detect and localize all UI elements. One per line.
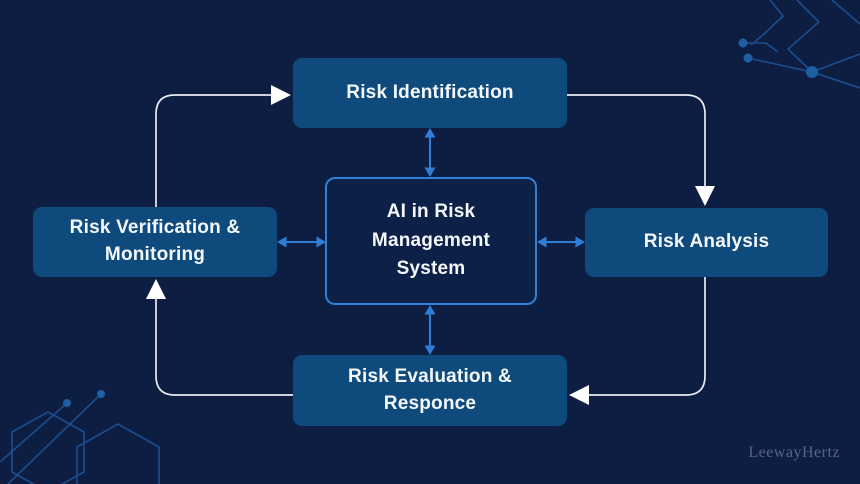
connector-center-bottom bbox=[424, 305, 436, 355]
connector-center-top bbox=[424, 128, 436, 177]
node-risk-identification-label: Risk Identification bbox=[346, 81, 514, 103]
connector-center-right bbox=[537, 236, 585, 248]
circuit-decoration-top-right bbox=[738, 0, 860, 89]
node-risk-verification-monitoring-label: Risk Verification & Monitoring bbox=[69, 217, 241, 265]
node-ai-risk-management-system-label: AI in Risk Management System bbox=[371, 201, 491, 280]
node-ai-risk-management-system: AI in Risk Management System bbox=[325, 177, 537, 305]
node-risk-analysis: Risk Analysis bbox=[585, 208, 828, 277]
cycle-arrow-evaluation-to-verification bbox=[146, 279, 293, 396]
watermark-leewayhertz: LeewayHertz bbox=[748, 444, 840, 461]
cycle-arrow-analysis-to-evaluation bbox=[569, 277, 706, 405]
connector-center-left bbox=[277, 236, 326, 248]
node-risk-identification: Risk Identification bbox=[293, 58, 567, 128]
node-risk-evaluation-responce: Risk Evaluation & Responce bbox=[293, 355, 567, 426]
hexagon-decoration-bottom-left bbox=[0, 390, 160, 484]
node-risk-analysis-label: Risk Analysis bbox=[643, 231, 770, 253]
node-risk-evaluation-responce-label: Risk Evaluation & Responce bbox=[348, 365, 512, 414]
node-risk-verification-monitoring: Risk Verification & Monitoring bbox=[33, 207, 277, 277]
cycle-arrow-identification-to-analysis bbox=[567, 94, 715, 206]
cycle-arrow-verification-to-identification bbox=[155, 85, 291, 207]
